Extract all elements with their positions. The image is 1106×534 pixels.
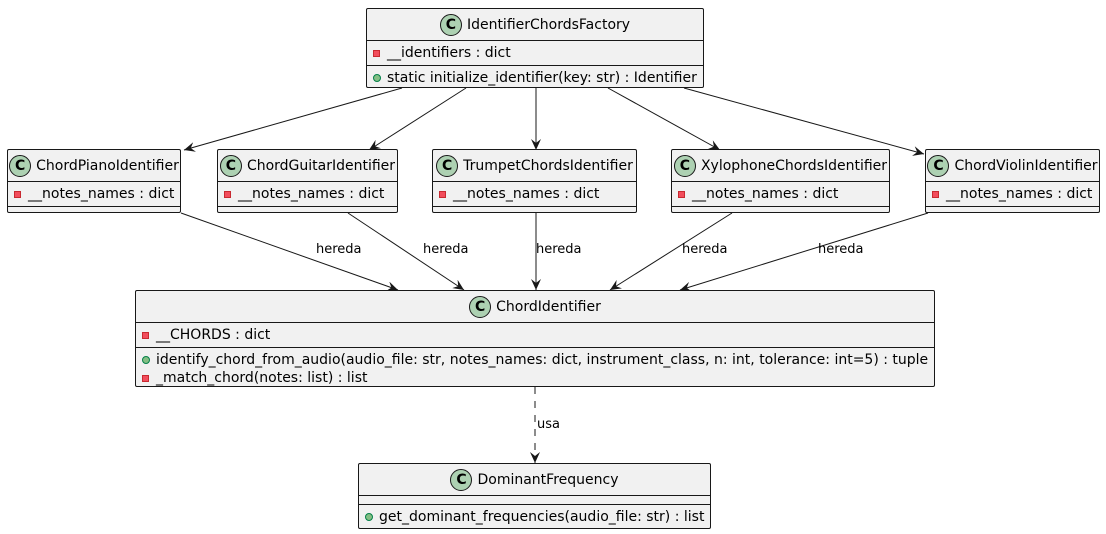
class-name: ChordPianoIdentifier bbox=[36, 157, 179, 174]
attribute: __notes_names : dict bbox=[678, 185, 883, 203]
class-name: IdentifierChordsFactory bbox=[466, 16, 631, 33]
method: identify_chord_from_audio(audio_file: st… bbox=[142, 351, 928, 369]
private-marker-icon bbox=[142, 374, 149, 382]
private-marker-icon bbox=[224, 190, 231, 198]
methods-section: identify_chord_from_audio(audio_file: st… bbox=[136, 347, 934, 390]
edge-label-violin: hereda bbox=[818, 242, 864, 257]
private-marker-icon bbox=[932, 190, 939, 198]
class-header: C ChordPianoIdentifier bbox=[8, 150, 180, 181]
class-name: ChordIdentifier bbox=[496, 298, 601, 315]
private-marker-icon bbox=[678, 190, 685, 198]
edge-label-guitar: hereda bbox=[423, 242, 469, 257]
edge-label-xylophone: hereda bbox=[682, 242, 728, 257]
attribute-text: __notes_names : dict bbox=[28, 186, 175, 202]
class-header: C IdentifierChordsFactory bbox=[367, 9, 703, 40]
method-text: static initialize_identifier(key: str) :… bbox=[387, 70, 697, 86]
method: _match_chord(notes: list) : list bbox=[142, 369, 928, 387]
arrow-guitar-to-chord bbox=[347, 212, 465, 291]
attributes-section: __notes_names : dict bbox=[672, 181, 889, 206]
arrow-factory-to-violin bbox=[683, 87, 925, 156]
class-chord-identifier[interactable]: C ChordIdentifier __CHORDS : dict identi… bbox=[135, 290, 935, 387]
class-header: C ChordGuitarIdentifier bbox=[218, 150, 397, 181]
attribute: __notes_names : dict bbox=[932, 185, 1093, 203]
class-trumpet-chords-identifier[interactable]: C TrumpetChordsIdentifier __notes_names … bbox=[432, 149, 637, 213]
method: static initialize_identifier(key: str) :… bbox=[373, 69, 697, 87]
public-marker-icon bbox=[365, 513, 373, 521]
arrow-factory-to-piano bbox=[183, 87, 403, 152]
class-header: C ChordViolinIdentifier bbox=[926, 150, 1099, 181]
class-header: C DominantFrequency bbox=[359, 464, 710, 495]
class-name: ChordViolinIdentifier bbox=[954, 157, 1098, 174]
class-name: DominantFrequency bbox=[477, 471, 619, 488]
class-header: C TrumpetChordsIdentifier bbox=[433, 150, 636, 181]
class-identifier-chords-factory[interactable]: C IdentifierChordsFactory __identifiers … bbox=[366, 8, 704, 88]
class-name: XylophoneChordsIdentifier bbox=[700, 157, 888, 174]
attributes-section: __notes_names : dict bbox=[8, 181, 180, 206]
private-marker-icon bbox=[439, 190, 446, 198]
class-xylophone-chords-identifier[interactable]: C XylophoneChordsIdentifier __notes_name… bbox=[671, 149, 890, 213]
class-header: C ChordIdentifier bbox=[136, 291, 934, 322]
arrow-factory-to-xylophone bbox=[607, 87, 721, 151]
edge-label-trumpet: hereda bbox=[536, 242, 582, 257]
class-dominant-frequency[interactable]: C DominantFrequency get_dominant_frequen… bbox=[358, 463, 711, 529]
class-icon: C bbox=[450, 468, 473, 491]
attributes-section: __notes_names : dict bbox=[926, 181, 1099, 206]
attribute-text: __identifiers : dict bbox=[387, 45, 511, 61]
class-header: C XylophoneChordsIdentifier bbox=[672, 150, 889, 181]
attribute-text: __notes_names : dict bbox=[453, 186, 600, 202]
attribute: __notes_names : dict bbox=[224, 185, 391, 203]
attribute: __CHORDS : dict bbox=[142, 326, 928, 344]
methods-section bbox=[8, 206, 180, 215]
private-marker-icon bbox=[373, 49, 380, 57]
class-icon: C bbox=[439, 13, 462, 36]
attributes-section bbox=[359, 495, 710, 504]
private-marker-icon bbox=[142, 331, 149, 339]
attribute: __identifiers : dict bbox=[373, 44, 697, 62]
edge-label-uses: usa bbox=[537, 417, 560, 432]
attribute-text: __notes_names : dict bbox=[946, 186, 1093, 202]
method-text: _match_chord(notes: list) : list bbox=[156, 370, 368, 386]
class-icon: C bbox=[469, 295, 492, 318]
methods-section bbox=[672, 206, 889, 215]
private-marker-icon bbox=[14, 190, 21, 198]
method-text: identify_chord_from_audio(audio_file: st… bbox=[156, 352, 929, 368]
arrow-piano-to-chord bbox=[180, 212, 399, 292]
attribute-text: __CHORDS : dict bbox=[156, 327, 271, 343]
attribute: __notes_names : dict bbox=[14, 185, 174, 203]
class-icon: C bbox=[219, 154, 242, 177]
attribute-text: __notes_names : dict bbox=[692, 186, 839, 202]
class-icon: C bbox=[927, 154, 950, 177]
arrow-factory-to-guitar bbox=[368, 87, 467, 151]
methods-section bbox=[433, 206, 636, 215]
attributes-section: __CHORDS : dict bbox=[136, 322, 934, 347]
methods-section: get_dominant_frequencies(audio_file: str… bbox=[359, 504, 710, 529]
methods-section bbox=[926, 206, 1099, 215]
attributes-section: __notes_names : dict bbox=[433, 181, 636, 206]
public-marker-icon bbox=[142, 356, 150, 364]
attributes-section: __identifiers : dict bbox=[367, 40, 703, 65]
class-icon: C bbox=[9, 154, 32, 177]
arrow-violin-to-chord bbox=[679, 212, 929, 292]
public-marker-icon bbox=[373, 74, 381, 82]
class-icon: C bbox=[673, 154, 696, 177]
attributes-section: __notes_names : dict bbox=[218, 181, 397, 206]
class-icon: C bbox=[436, 154, 459, 177]
attribute: __notes_names : dict bbox=[439, 185, 630, 203]
class-chord-piano-identifier[interactable]: C ChordPianoIdentifier __notes_names : d… bbox=[7, 149, 181, 213]
arrow-xylophone-to-chord bbox=[609, 212, 733, 291]
method-text: get_dominant_frequencies(audio_file: str… bbox=[379, 509, 705, 525]
edge-label-piano: hereda bbox=[316, 242, 362, 257]
attribute-text: __notes_names : dict bbox=[238, 186, 385, 202]
class-name: TrumpetChordsIdentifier bbox=[463, 157, 633, 174]
class-name: ChordGuitarIdentifier bbox=[246, 157, 396, 174]
method: get_dominant_frequencies(audio_file: str… bbox=[365, 508, 704, 526]
methods-section bbox=[218, 206, 397, 215]
methods-section: static initialize_identifier(key: str) :… bbox=[367, 65, 703, 90]
class-chord-violin-identifier[interactable]: C ChordViolinIdentifier __notes_names : … bbox=[925, 149, 1100, 213]
class-chord-guitar-identifier[interactable]: C ChordGuitarIdentifier __notes_names : … bbox=[217, 149, 398, 213]
